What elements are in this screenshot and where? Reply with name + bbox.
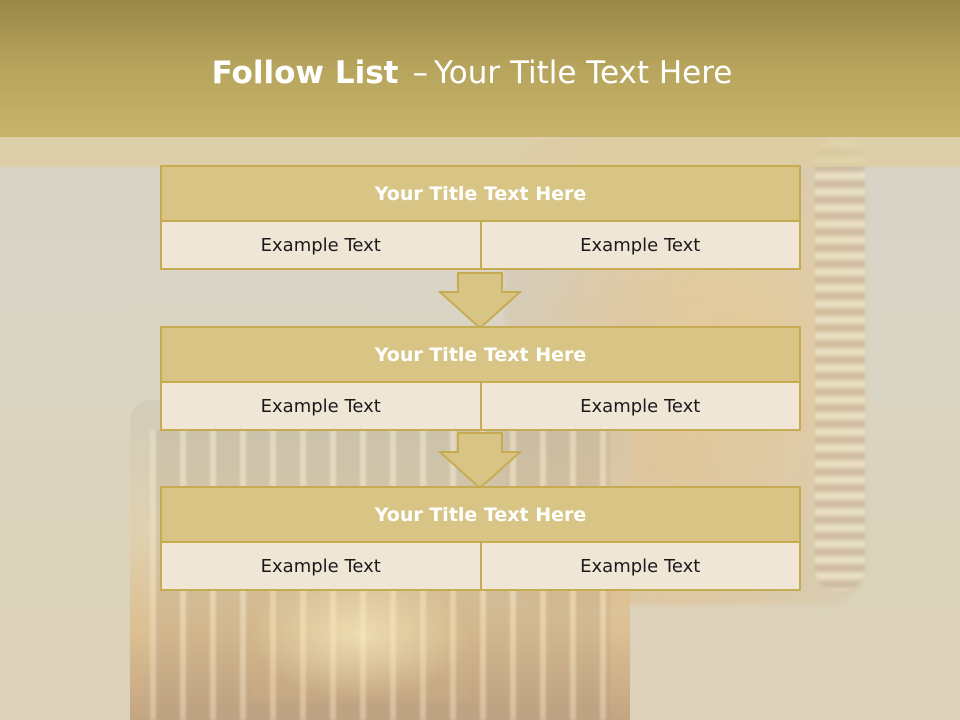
block-cell-right: Example Text	[479, 541, 801, 591]
block-row: Example Text Example Text	[160, 220, 801, 270]
block-cell-left: Example Text	[160, 541, 482, 591]
block-row: Example Text Example Text	[160, 541, 801, 591]
block-title: Your Title Text Here	[160, 486, 801, 543]
block-cell-left: Example Text	[160, 220, 482, 270]
block-title: Your Title Text Here	[160, 165, 801, 222]
down-arrow-icon	[438, 432, 522, 490]
block-cell-right: Example Text	[479, 381, 801, 431]
ice-image	[250, 590, 470, 700]
block-title: Your Title Text Here	[160, 326, 801, 383]
bottle-edge-image	[815, 140, 865, 590]
block-row: Example Text Example Text	[160, 381, 801, 431]
block-cell-left: Example Text	[160, 381, 482, 431]
slide-title-rest: Your Title Text Here	[433, 55, 733, 91]
header-band	[0, 0, 960, 137]
slide-title-separator: –	[412, 55, 428, 91]
header-strip	[0, 137, 960, 167]
flow-block-3: Your Title Text Here Example Text Exampl…	[160, 486, 801, 591]
flow-block-2: Your Title Text Here Example Text Exampl…	[160, 326, 801, 431]
down-arrow-icon	[438, 272, 522, 330]
slide-title: Follow List–Your Title Text Here	[0, 55, 944, 91]
slide-title-bold: Follow List	[211, 55, 399, 91]
block-cell-right: Example Text	[479, 220, 801, 270]
flow-block-1: Your Title Text Here Example Text Exampl…	[160, 165, 801, 270]
